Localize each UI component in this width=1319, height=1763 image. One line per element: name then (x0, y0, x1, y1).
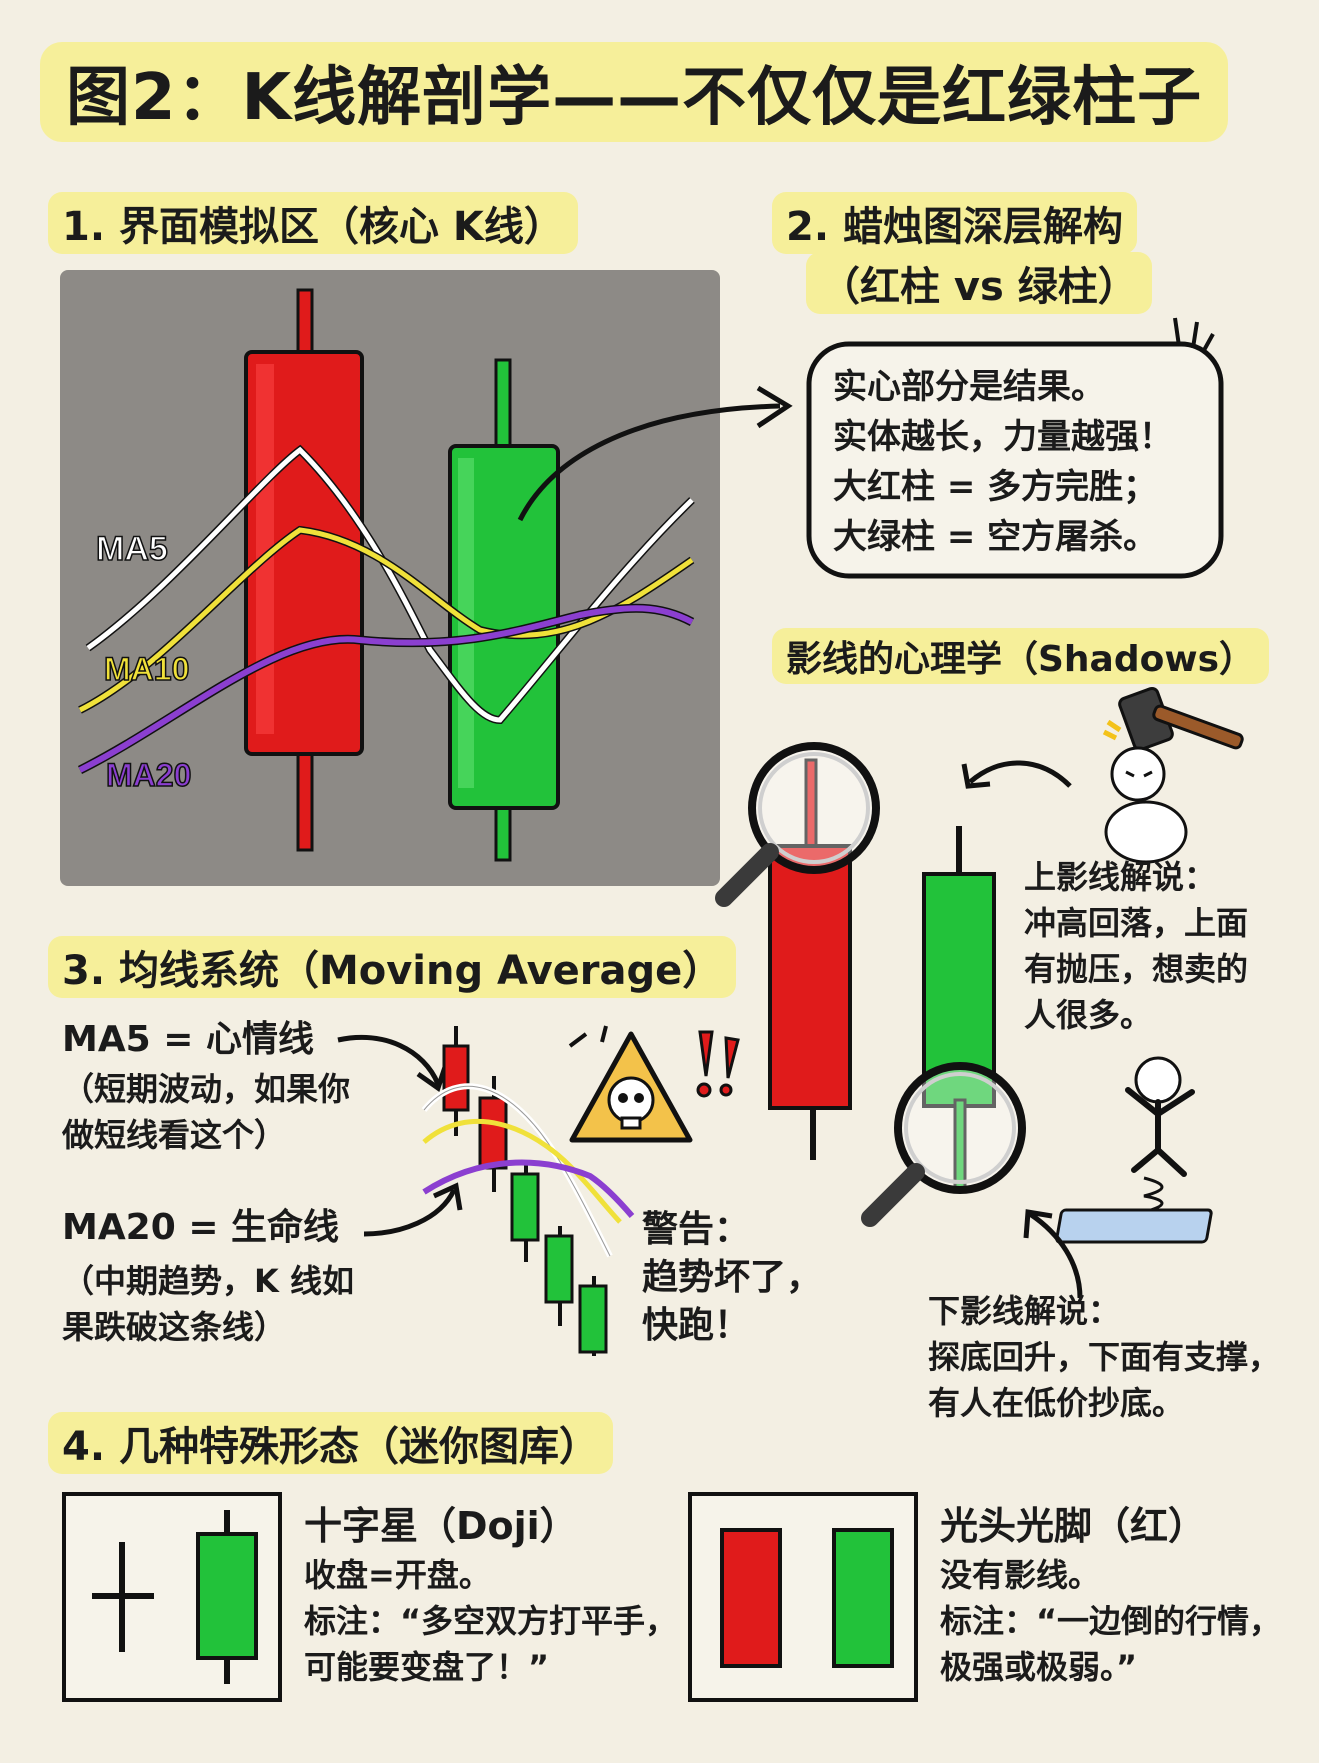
bald-candle-pattern-box (688, 1492, 918, 1702)
warning-caption: 警告： 趋势坏了， 快跑！ (642, 1209, 823, 1346)
bald-candle-caption: 光头光脚（红） 没有影线。 标注：“一边倒的行情， 极强或极弱。” (940, 1504, 1282, 1686)
hammer-icon (1102, 686, 1244, 752)
ma20-label: MA20 (106, 757, 191, 793)
snowman-icon (1104, 746, 1188, 864)
arrow-icon (961, 760, 1072, 789)
upper-shadow-caption: 上影线解说： 冲高回落，上面 有抛压，想卖的 人很多。 (1024, 858, 1249, 1034)
ma5-caption-title: MA5 = 心情线 (62, 1019, 314, 1060)
arrow-icon (517, 385, 793, 522)
exclamation-icon (696, 1030, 740, 1098)
speech-bubble-text: 实心部分是结果。 实体越长，力量越强！ 大红柱 = 多方完胜； 大绿柱 = 空方… (833, 367, 1173, 557)
shadows-illustration (715, 742, 1026, 1227)
spring-figure-icon (1055, 1056, 1213, 1244)
arrow-icon (1023, 1209, 1083, 1299)
mini-trend-chart (421, 1026, 635, 1356)
ma20-caption: （中期趋势，K 线如 果跌破这条线） (62, 1262, 354, 1346)
section2-heading-line2: （红柱 vs 绿柱） (806, 252, 1152, 314)
skull-warning-icon (568, 1025, 693, 1143)
ma5-caption: （短期波动，如果你 做短线看这个） (62, 1070, 351, 1154)
section4-heading: 4. 几种特殊形态（迷你图库） (48, 1412, 613, 1474)
magnifier-icon (715, 742, 880, 907)
arrow-icon (363, 1182, 463, 1237)
doji-pattern-box (62, 1492, 282, 1702)
speech-bubble (806, 317, 1224, 579)
section2-heading-line1: 2. 蜡烛图深层解构 (772, 192, 1137, 254)
page-title: 图2：K线解剖学——不仅仅是红绿柱子 (40, 42, 1229, 142)
ma10-label: MA10 (104, 651, 189, 687)
section1-heading: 1. 界面模拟区（核心 K线） (48, 192, 578, 254)
shadows-heading: 影线的心理学（Shadows） (772, 628, 1270, 684)
doji-caption: 十字星（Doji） 收盘=开盘。 标注：“多空双方打平手， 可能要变盘了！” (304, 1504, 678, 1686)
lower-shadow-caption: 下影线解说： 探底回升，下面有支撑， 有人在低价抄底。 (928, 1292, 1281, 1422)
candlestick-panel: MA5 MA10 MA20 (60, 270, 720, 886)
ma20-caption-title: MA20 = 生命线 (62, 1207, 340, 1248)
ma5-label: MA5 (96, 530, 168, 568)
section3-heading: 3. 均线系统（Moving Average） (48, 936, 737, 998)
magnifier-icon (861, 1062, 1026, 1227)
